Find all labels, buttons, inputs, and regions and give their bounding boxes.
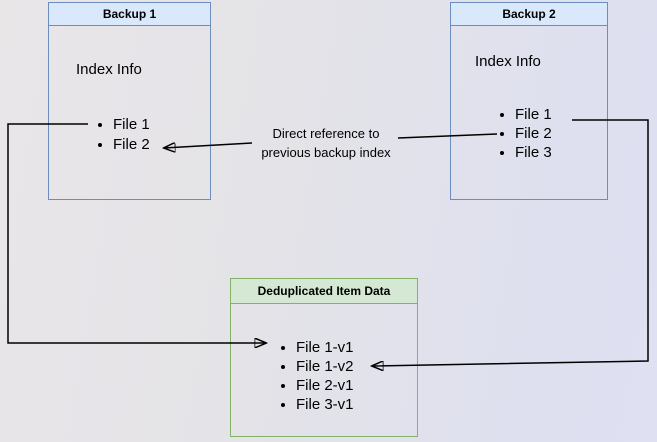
direct-reference-annotation: Direct reference to previous backup inde… — [240, 124, 412, 162]
file-item: File 1-v2 — [296, 357, 354, 376]
file-item: File 1 — [113, 115, 150, 135]
file-item: File 2-v1 — [296, 376, 354, 395]
dedup-box: Deduplicated Item Data File 1-v1File 1-v… — [230, 278, 418, 437]
file-item: File 1-v1 — [296, 338, 354, 357]
dedup-header: Deduplicated Item Data — [231, 279, 417, 304]
file-item: File 2 — [113, 135, 150, 155]
backup1-box: Backup 1 Index Info File 1File 2 — [48, 2, 211, 200]
backup2-file-list: File 1File 2File 3 — [498, 105, 552, 162]
dedup-file-list: File 1-v1File 1-v2File 2-v1File 3-v1 — [279, 338, 354, 414]
file-item: File 2 — [515, 124, 552, 143]
file-item: File 1 — [515, 105, 552, 124]
file-item: File 3-v1 — [296, 395, 354, 414]
backup2-title: Backup 2 — [502, 7, 556, 21]
backup2-box: Backup 2 Index Info File 1File 2File 3 — [450, 2, 608, 200]
backup1-file-list: File 1File 2 — [96, 115, 150, 155]
file-item: File 3 — [515, 143, 552, 162]
backup1-header: Backup 1 — [49, 3, 210, 26]
annotation-line1: Direct reference to — [272, 126, 380, 141]
backup1-title: Backup 1 — [102, 7, 157, 21]
backup2-index-info-label: Index Info — [475, 53, 541, 70]
backup1-index-info-label: Index Info — [76, 61, 142, 78]
annotation-line2: previous backup index — [261, 145, 391, 160]
backup2-header: Backup 2 — [451, 3, 607, 26]
dedup-title: Deduplicated Item Data — [257, 284, 391, 298]
